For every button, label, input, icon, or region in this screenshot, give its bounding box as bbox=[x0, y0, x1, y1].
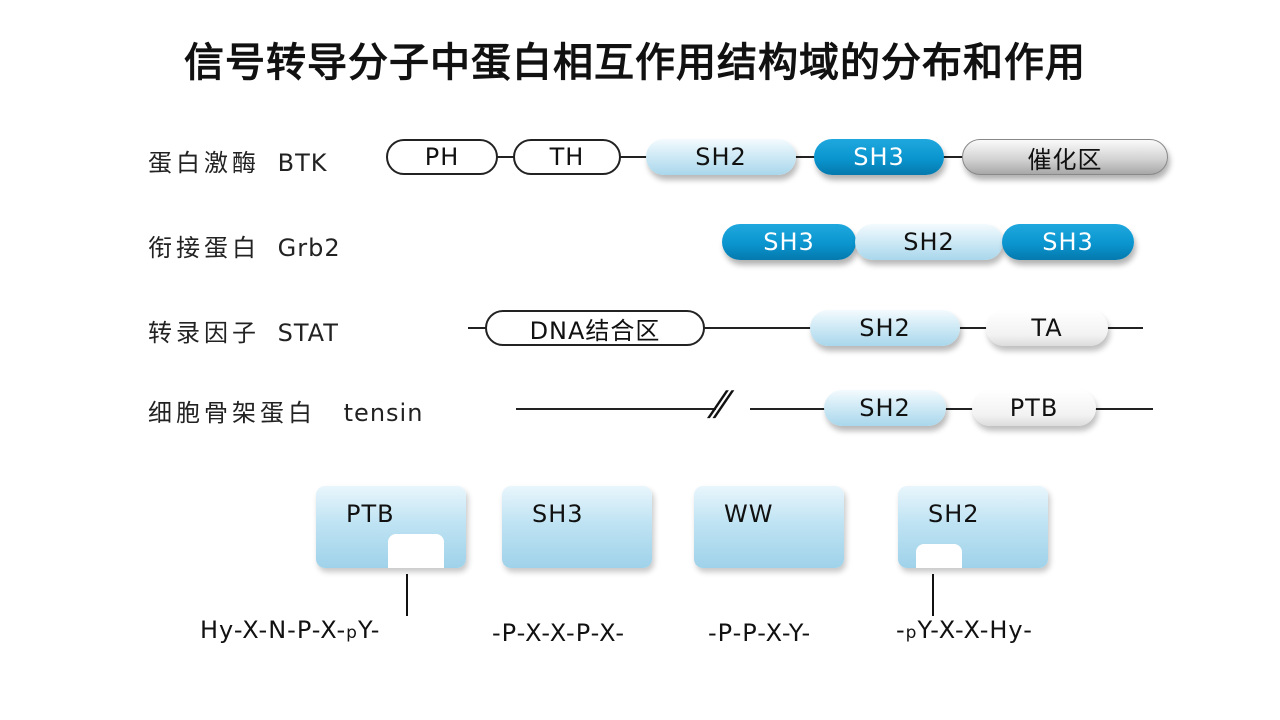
linker-line bbox=[704, 327, 812, 329]
linker-line bbox=[795, 156, 815, 158]
motif-text: -P-X-X-P-X- bbox=[492, 619, 626, 647]
protein-name: tensin bbox=[343, 399, 424, 427]
linker-line bbox=[1107, 327, 1143, 329]
phospho-prefix: p bbox=[905, 623, 918, 643]
domain-ph: PH bbox=[386, 139, 498, 175]
motif-text: Y- bbox=[357, 616, 381, 644]
domain-sh2: SH2 bbox=[855, 224, 1003, 260]
module-label: WW bbox=[724, 500, 774, 528]
domain-dna-binding: DNA结合区 bbox=[485, 310, 705, 346]
row-label: 蛋白激酶 BTK bbox=[148, 143, 328, 178]
protein-class-label: 转录因子 bbox=[148, 319, 260, 347]
protein-name: STAT bbox=[277, 319, 339, 347]
ligand-stem bbox=[406, 574, 408, 616]
linker-line bbox=[468, 327, 488, 329]
motif-sh2: -pY-X-X-Hy- bbox=[896, 616, 1033, 644]
motif-text: Hy-X-N-P-X- bbox=[200, 616, 347, 644]
linker-line bbox=[497, 156, 515, 158]
module-label: SH2 bbox=[928, 500, 980, 528]
module-label: PTB bbox=[346, 500, 395, 528]
linker-line bbox=[516, 408, 716, 410]
linker-line bbox=[942, 156, 964, 158]
domain-th: TH bbox=[513, 139, 621, 175]
row-label: 转录因子 STAT bbox=[148, 313, 339, 348]
motif-text: -P-P-X-Y- bbox=[708, 619, 812, 647]
protein-class-label: 蛋白激酶 bbox=[148, 149, 260, 177]
ligand-stem bbox=[932, 574, 934, 616]
binding-pocket bbox=[916, 544, 962, 568]
row-label: 细胞骨架蛋白 tensin bbox=[148, 393, 423, 428]
slide-title: 信号转导分子中蛋白相互作用结构域的分布和作用 bbox=[184, 40, 1086, 86]
protein-class-label: 细胞骨架蛋白 bbox=[148, 399, 316, 427]
motif-sh3: -P-X-X-P-X- bbox=[492, 619, 625, 647]
module-ptb: PTB bbox=[316, 486, 466, 568]
module-ww: WW bbox=[694, 486, 844, 568]
motif-ptb: Hy-X-N-P-X-pY- bbox=[200, 616, 380, 644]
sequence-break-mark: // bbox=[708, 384, 727, 424]
binding-pocket bbox=[388, 534, 444, 568]
protein-class-label: 衔接蛋白 bbox=[148, 234, 260, 262]
module-sh2: SH2 bbox=[898, 486, 1048, 568]
domain-ta: TA bbox=[986, 310, 1108, 346]
domain-sh3: SH3 bbox=[814, 139, 944, 175]
row-label: 衔接蛋白 Grb2 bbox=[148, 228, 341, 263]
domain-catalytic: 催化区 bbox=[962, 139, 1168, 175]
domain-sh2: SH2 bbox=[824, 390, 946, 426]
phospho-prefix: p bbox=[346, 623, 358, 643]
motif-ww: -P-P-X-Y- bbox=[708, 619, 811, 647]
domain-sh2: SH2 bbox=[646, 139, 796, 175]
motif-text: Y-X-X-Hy- bbox=[917, 616, 1033, 644]
protein-name: Grb2 bbox=[277, 234, 341, 262]
linker-line bbox=[944, 408, 974, 410]
domain-sh3: SH3 bbox=[722, 224, 856, 260]
domain-sh3: SH3 bbox=[1002, 224, 1134, 260]
linker-line bbox=[620, 156, 648, 158]
domain-ptb: PTB bbox=[972, 390, 1096, 426]
linker-line bbox=[750, 408, 826, 410]
linker-line bbox=[958, 327, 988, 329]
protein-name: BTK bbox=[277, 149, 328, 177]
domain-sh2: SH2 bbox=[810, 310, 960, 346]
motif-text: - bbox=[896, 616, 906, 644]
module-sh3: SH3 bbox=[502, 486, 652, 568]
linker-line bbox=[1095, 408, 1153, 410]
module-label: SH3 bbox=[532, 500, 584, 528]
